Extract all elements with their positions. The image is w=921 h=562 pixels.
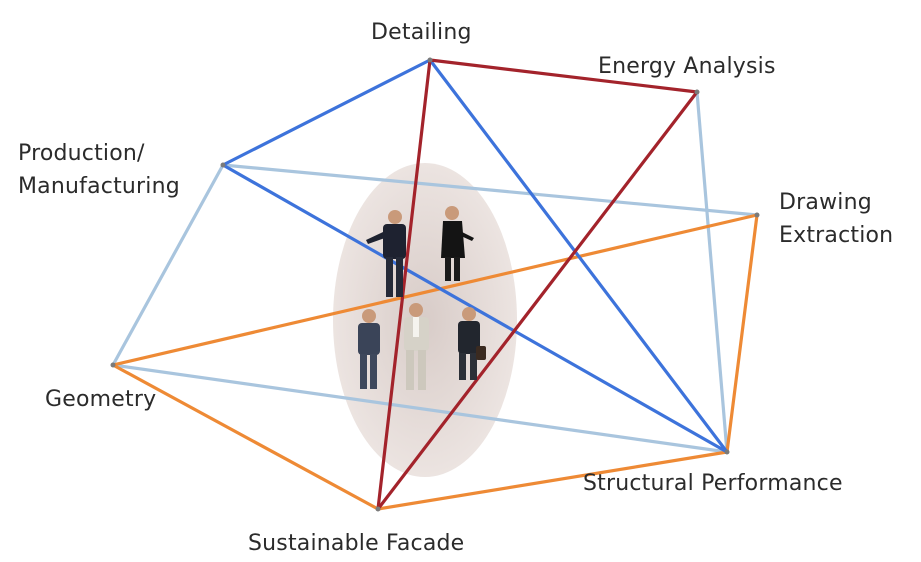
node-label-sustainable-facade: Sustainable Facade: [248, 527, 464, 560]
node-label-energy-analysis: Energy Analysis: [598, 50, 776, 83]
node-label-drawing-extraction: Drawing Extraction: [779, 186, 893, 252]
edge-production-drawing: [223, 165, 757, 215]
node-structural: [725, 450, 730, 455]
edge-energy-structural: [697, 92, 727, 452]
node-drawing: [755, 213, 760, 218]
node-label-production-manufacturing: Production/ Manufacturing: [18, 137, 180, 203]
node-production: [221, 163, 226, 168]
node-geometry: [111, 363, 116, 368]
edge-drawing-structural: [727, 215, 757, 452]
edge-production-detailing: [223, 60, 430, 165]
node-detailing: [428, 58, 433, 63]
node-label-geometry: Geometry: [45, 383, 156, 416]
node-label-structural-performance: Structural Performance: [583, 467, 843, 500]
node-facade: [376, 507, 381, 512]
node-energy: [695, 90, 700, 95]
node-label-detailing: Detailing: [371, 16, 472, 49]
